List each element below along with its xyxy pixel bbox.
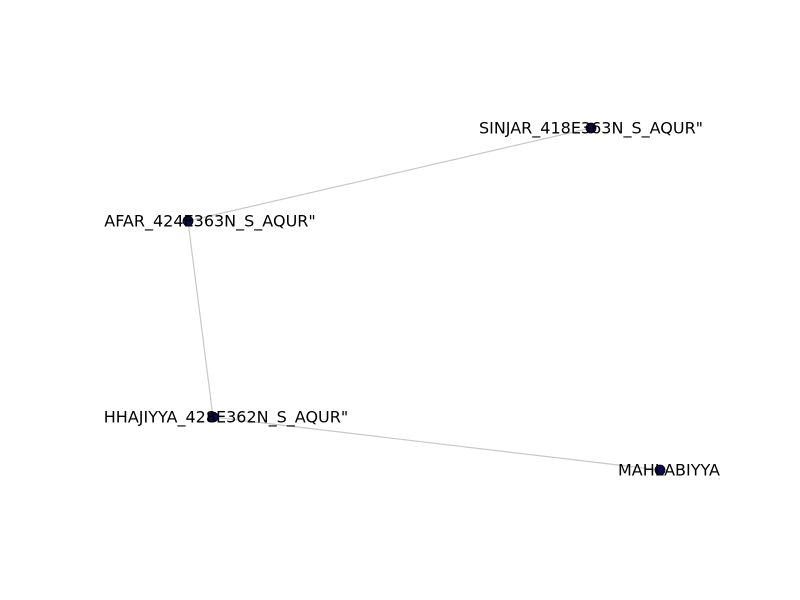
graph-edge-tal-afar-mahhajiyya bbox=[187, 220, 214, 418]
node-label-tal-afar: AFAR_424E363N_S_AQUR" bbox=[104, 212, 316, 232]
node-label-mahlabiyya: MAHLABIYYA_427E362N_S_AQUR" bbox=[618, 461, 800, 481]
label-layer: SINJAR_418E363N_S_AQUR" AFAR_424E363N_S_… bbox=[104, 119, 800, 481]
graph-node-sinjar bbox=[585, 122, 597, 134]
graph-edge-mahhajiyya-mahlabiyya bbox=[212, 416, 661, 471]
node-label-sinjar: SINJAR_418E363N_S_AQUR" bbox=[479, 119, 703, 139]
graph-node-mahlabiyya bbox=[654, 464, 666, 476]
node-label-mahhajiyya: HHAJIYYA_428E362N_S_AQUR" bbox=[104, 408, 348, 428]
node-layer bbox=[182, 122, 666, 476]
graph-node-mahhajiyya bbox=[207, 411, 219, 423]
graph-edge-sinjar-tal-afar bbox=[187, 127, 592, 222]
graph-node-tal-afar bbox=[182, 215, 194, 227]
edge-layer bbox=[187, 127, 661, 471]
